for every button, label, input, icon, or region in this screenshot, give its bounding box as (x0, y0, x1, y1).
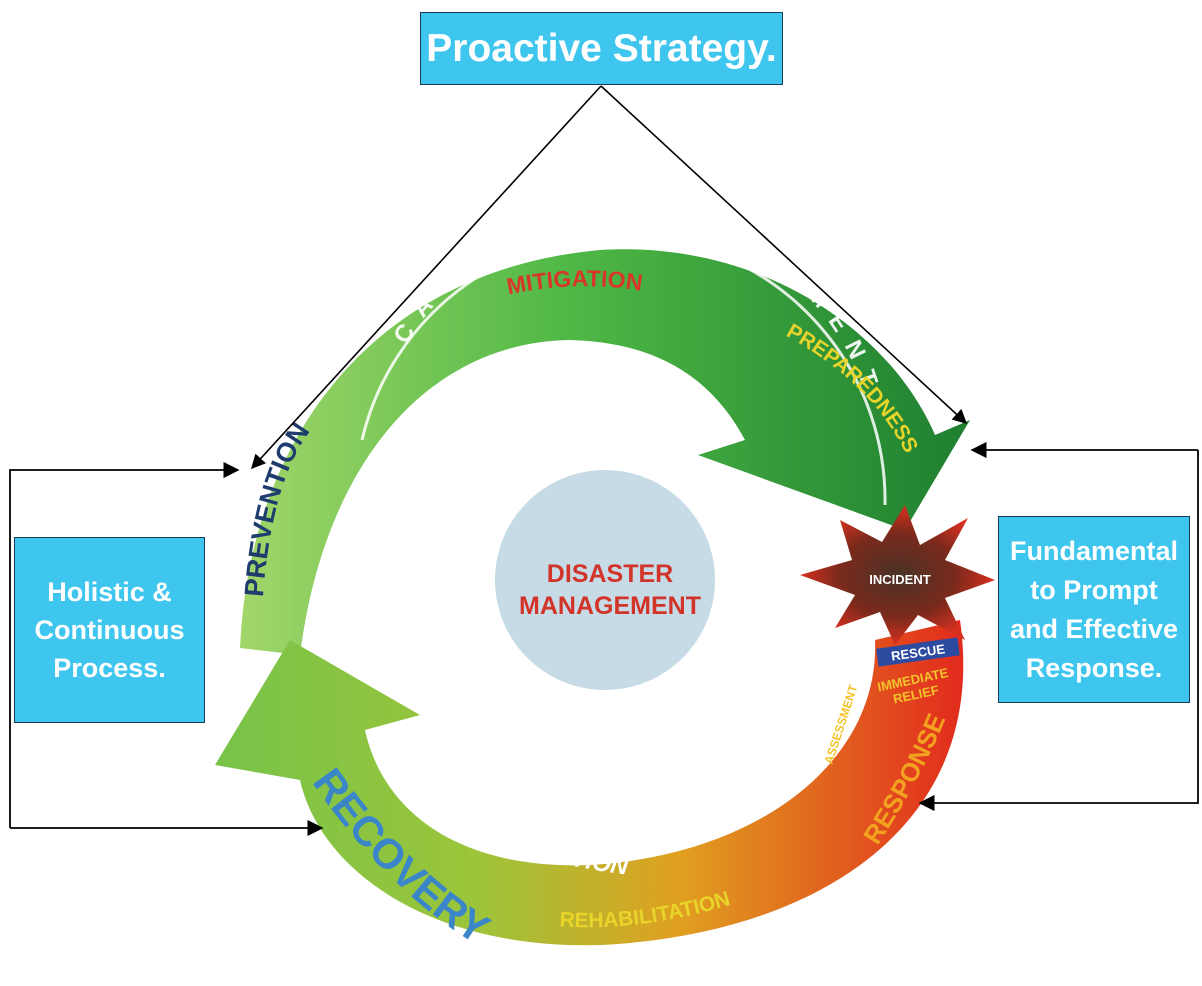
incident-burst (800, 505, 995, 645)
top-cycle-arrow (240, 249, 970, 655)
response-line-4: Response. (1025, 652, 1163, 683)
connector-holistic-to-prevention (9, 461, 240, 828)
center-circle (495, 470, 715, 690)
rescue-tag: RESCUE (876, 637, 960, 667)
proactive-strategy-text: Proactive Strategy. (426, 26, 777, 70)
response-line-3: and Effective (1009, 613, 1179, 644)
response-line-2: to Prompt (1030, 574, 1158, 605)
holistic-line-2: Continuous (34, 615, 185, 645)
incident-label: INCIDENT (869, 572, 930, 587)
center-title-line1: DISASTER (547, 560, 673, 588)
capacity-band-line (360, 233, 887, 506)
holistic-line-3: Process. (53, 653, 166, 683)
bottom-cycle-arrow (215, 620, 964, 946)
proactive-strategy-callout: Proactive Strategy. (420, 12, 783, 85)
connector-strategy-to-preparedness (600, 85, 968, 424)
connector-response-to-incident (918, 450, 1199, 812)
center-title-line2: MANAGEMENT (519, 592, 701, 620)
holistic-process-callout: Holistic & Continuous Process. (14, 537, 205, 723)
response-line-1: Fundamental (1009, 535, 1178, 566)
holistic-line-1: Holistic & (47, 577, 172, 607)
connector-strategy-to-prevention (251, 85, 602, 470)
prompt-response-callout: Fundamental to Prompt and Effective Resp… (998, 516, 1190, 703)
